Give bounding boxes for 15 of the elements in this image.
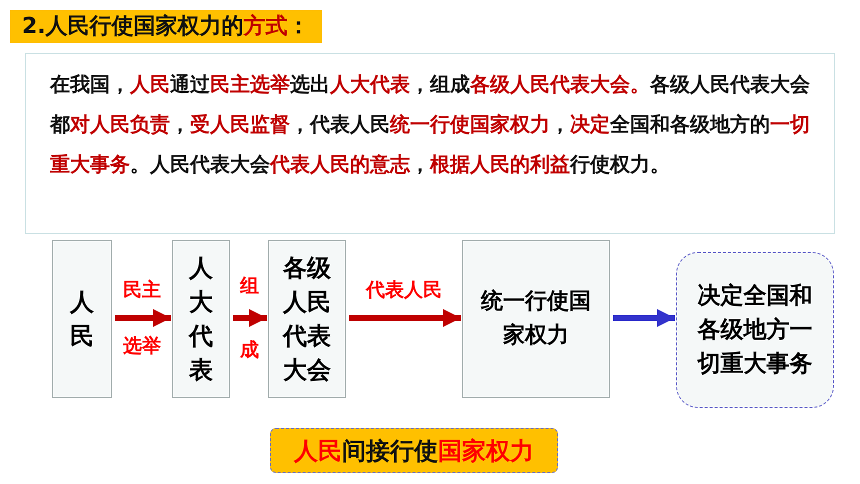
process-box: 统一行使国家权力: [462, 240, 610, 398]
arrow: [613, 309, 675, 327]
title-banner: 2.人民行使国家权力的方式：: [10, 10, 322, 43]
process-box: 人大代表: [172, 240, 230, 398]
arrow: [349, 309, 461, 327]
text-panel: 在我国，人民通过民主选举选出人大代表，组成各级人民代表大会。各级人民代表大会都对人民负责，受人民监督，代表人民统一行使国家权力，决定全国和各级地方的一切重大事务。人民代表大会代表人民的意志，根据人民的利益行使权力。: [25, 53, 835, 234]
arrow: [233, 309, 267, 327]
edge-label: 代表人民: [364, 278, 443, 302]
edge-label: 民主选举: [122, 278, 162, 359]
arrow: [115, 309, 171, 327]
result-box: 决定全国和各级地方一切重大事务: [676, 252, 834, 408]
process-box: 各级人民代表大会: [268, 240, 346, 398]
conclusion-banner: 人民间接行使国家权力: [270, 428, 558, 473]
process-box: 人民: [52, 240, 112, 398]
edge-label: 组成: [239, 274, 260, 363]
